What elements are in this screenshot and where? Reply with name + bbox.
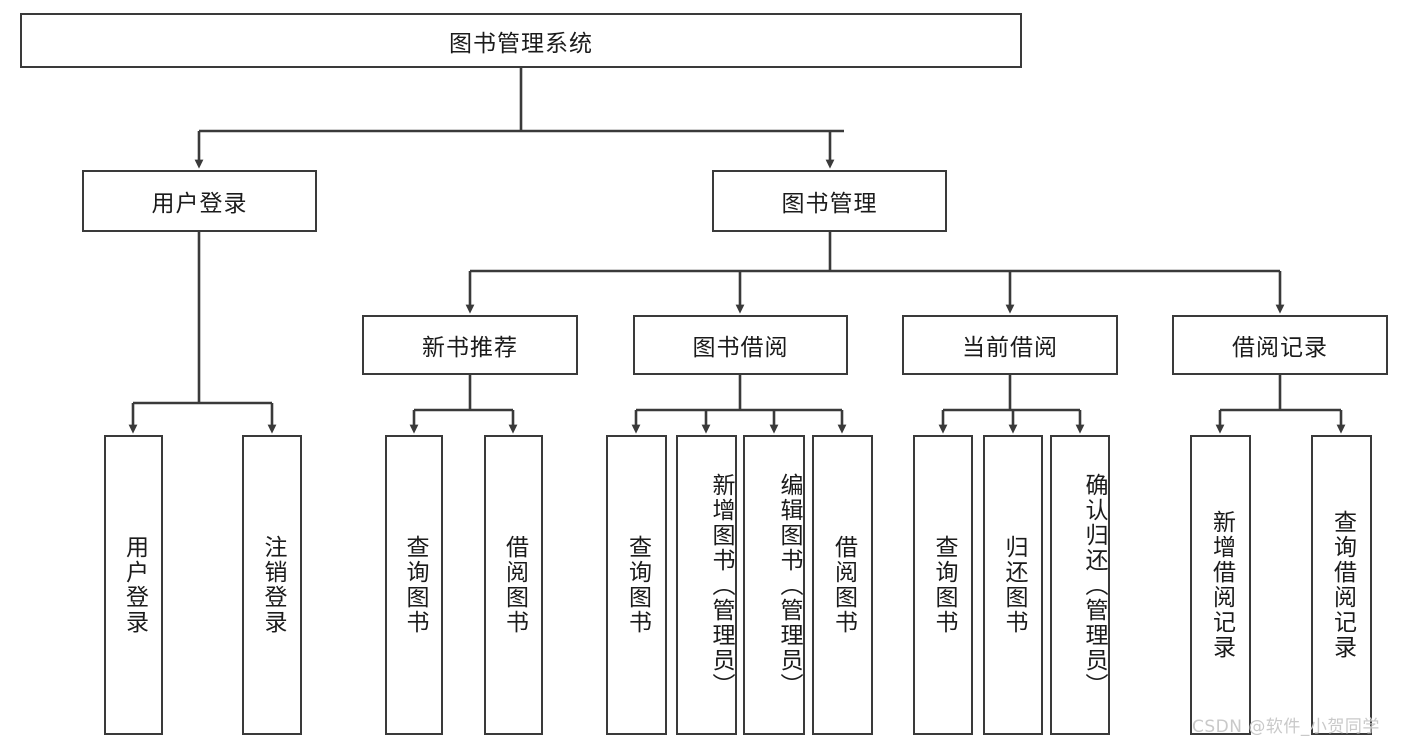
csdn-watermark: CSDN @软件_小贺同学 [1192,717,1380,737]
leaf-borrow-book[interactable]: 借阅图书 [812,435,873,735]
leaf-confirm-return-admin[interactable]: 确认归还（管理员） [1050,435,1110,735]
leaf-query-book-borrow[interactable]: 查询图书 [606,435,667,735]
node-user-login[interactable]: 用户登录 [82,170,317,232]
leaf-user-login[interactable]: 用户登录 [104,435,163,735]
node-book-management[interactable]: 图书管理 [712,170,947,232]
leaf-add-book-admin[interactable]: 新增图书（管理员） [676,435,737,735]
node-book-borrow[interactable]: 图书借阅 [633,315,848,375]
leaf-query-borrow-record[interactable]: 查询借阅记录 [1311,435,1372,735]
leaf-edit-book-admin[interactable]: 编辑图书（管理员） [743,435,805,735]
leaf-query-book-current[interactable]: 查询图书 [913,435,973,735]
node-borrow-record[interactable]: 借阅记录 [1172,315,1388,375]
node-new-book-recommend[interactable]: 新书推荐 [362,315,578,375]
leaf-query-book-recommend[interactable]: 查询图书 [385,435,443,735]
leaf-borrow-book-recommend[interactable]: 借阅图书 [484,435,543,735]
leaf-logout[interactable]: 注销登录 [242,435,302,735]
node-current-borrow[interactable]: 当前借阅 [902,315,1118,375]
leaf-return-book[interactable]: 归还图书 [983,435,1043,735]
leaf-add-borrow-record[interactable]: 新增借阅记录 [1190,435,1251,735]
node-root[interactable]: 图书管理系统 [20,13,1022,68]
